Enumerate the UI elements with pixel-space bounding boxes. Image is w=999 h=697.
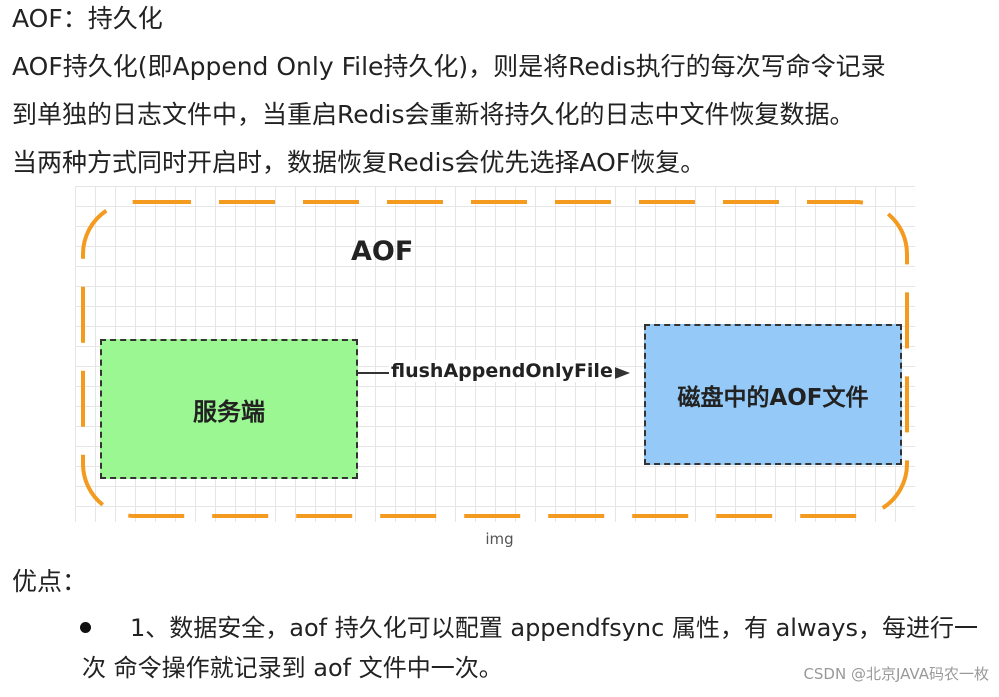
arrow-label: flushAppendOnlyFile bbox=[389, 360, 615, 382]
list-item: 1、数据安全，aof 持久化可以配置 appendfsync 属性，有 alwa… bbox=[130, 614, 978, 642]
server-box: 服务端 bbox=[100, 339, 358, 479]
image-caption: img bbox=[485, 530, 514, 548]
aof-diagram: AOF 服务端 flushAppendOnlyFile 磁盘中的AOF文件 bbox=[75, 186, 915, 522]
watermark: CSDN @北京JAVA码农一枚 bbox=[803, 665, 989, 683]
bullet-icon bbox=[80, 622, 91, 633]
list-item-continuation: 次 命令操作就记录到 aof 文件中一次。 bbox=[82, 654, 503, 682]
paragraph-line: 到单独的日志文件中，当重启Redis会重新将持久化的日志中文件恢复数据。 bbox=[12, 100, 855, 129]
dashed-border bbox=[81, 200, 909, 518]
paragraph-line: 当两种方式同时开启时，数据恢复Redis会优先选择AOF恢复。 bbox=[12, 148, 706, 177]
arrow-head bbox=[612, 366, 630, 380]
disk-box: 磁盘中的AOF文件 bbox=[644, 324, 902, 465]
diagram-title: AOF bbox=[351, 236, 414, 267]
section-heading: AOF：持久化 bbox=[12, 4, 163, 33]
paragraph-line: AOF持久化(即Append Only File持久化)，则是将Redis执行的… bbox=[12, 52, 886, 81]
pros-heading: 优点： bbox=[12, 567, 88, 596]
